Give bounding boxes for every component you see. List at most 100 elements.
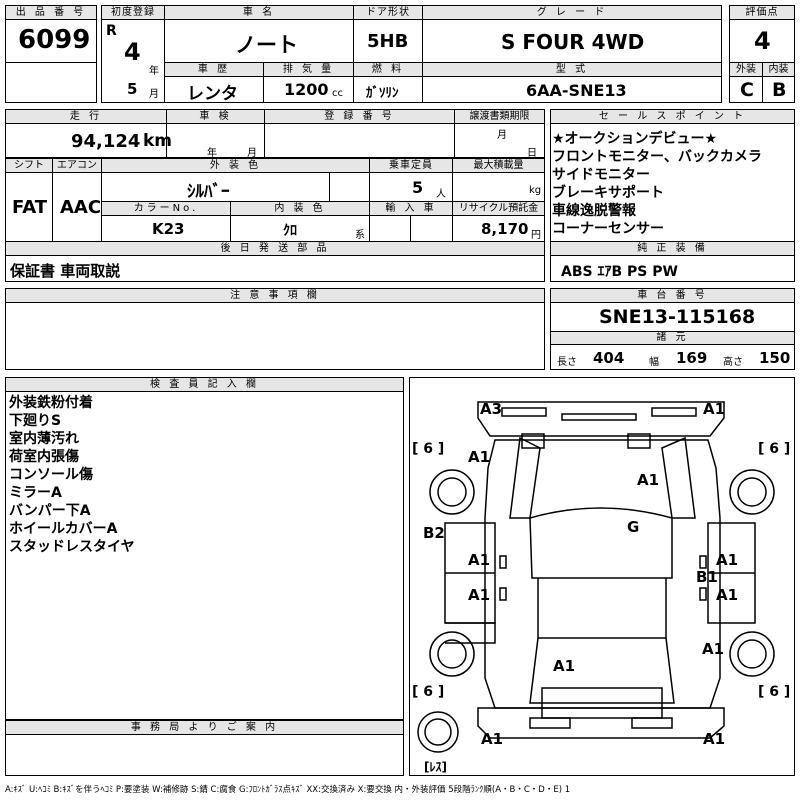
- car-outline: [417, 401, 775, 753]
- sales-point: ブレーキサポート: [552, 185, 664, 201]
- reg-no-label: 登 録 番 号: [264, 109, 455, 124]
- transfer-month-unit: 月: [497, 130, 507, 141]
- damage-hood: A1: [637, 471, 660, 489]
- displacement-unit: cc: [332, 88, 343, 99]
- sales-points-list: ★オークションデビュー★ フロントモニター、バックカメラ サイドモニター ブレー…: [552, 130, 762, 238]
- fuel-label: 燃 料: [353, 62, 423, 77]
- load-unit: kg: [529, 185, 542, 196]
- delivery-cell: 保証書 車両取説: [5, 255, 545, 282]
- damage-right-side: B1: [696, 568, 718, 586]
- inspector-line: 室内薄汚れ: [9, 431, 79, 447]
- ac: AAC: [60, 197, 102, 218]
- transfer-label: 譲渡書類期限: [454, 109, 545, 124]
- history: レンタ: [187, 84, 238, 104]
- recycle-label: リサイクル預託金: [452, 201, 545, 216]
- model: 6AA-SNE13: [526, 81, 627, 100]
- lot-cell: 6099: [5, 19, 97, 63]
- damage-rear-bumper-left: A1: [481, 730, 504, 748]
- shift: FAT: [12, 197, 48, 218]
- tire-front-right: [ 6 ]: [758, 441, 791, 457]
- displacement: 1200: [284, 80, 329, 99]
- damage-front-fender-left: A1: [468, 448, 491, 466]
- reg-year: 4: [124, 38, 141, 66]
- damage-rear-bumper-right: A1: [703, 730, 726, 748]
- lot-label: 出 品 番 号: [5, 5, 97, 20]
- recycle-cell: 8,170 円: [452, 215, 545, 242]
- int-color-label: 内 装 色: [230, 201, 370, 216]
- car-name: ノート: [235, 33, 298, 57]
- fuel: ｶﾞｿﾘﾝ: [366, 86, 399, 101]
- recycle-unit: 円: [531, 230, 541, 241]
- grade: S FOUR 4WD: [501, 30, 645, 54]
- tire-rear-left: [ 6 ]: [412, 684, 445, 700]
- int-color-unit: 系: [355, 230, 365, 241]
- int-color: ｸﾛ: [283, 223, 297, 239]
- fuel-cell: ｶﾞｿﾘﾝ: [353, 76, 423, 103]
- model-label: 型 式: [422, 62, 722, 77]
- spare-tire: [ﾚｽ]: [424, 760, 447, 774]
- width-label: 幅: [649, 357, 659, 368]
- sales-points-box: ★オークションデビュー★ フロントモニター、バックカメラ サイドモニター ブレー…: [550, 123, 795, 242]
- sales-points-label: セ ー ル ス ポ イ ン ト: [550, 109, 795, 124]
- exterior-score: C: [740, 79, 754, 101]
- color: ｼﾙﾊﾞｰ: [187, 182, 230, 202]
- damage-front-bumper-right: A1: [703, 400, 726, 418]
- model-cell: 6AA-SNE13: [422, 76, 722, 103]
- car-name-label: 車 名: [164, 5, 354, 20]
- mileage-label: 走 行: [5, 109, 167, 124]
- first-reg-cell: R 4 年 5 月: [101, 19, 165, 103]
- inspector-line: 外装鉄粉付着: [9, 395, 93, 411]
- caution-cell: [5, 302, 545, 370]
- load-label: 最大積載量: [452, 158, 545, 173]
- damage-front-bumper-left: A3: [480, 400, 503, 418]
- grade-cell: S FOUR 4WD: [422, 19, 722, 63]
- ac-label: エアコン: [52, 158, 102, 173]
- inspector-line: ミラーA: [9, 485, 62, 501]
- color-no-cell: K23: [101, 215, 231, 242]
- color-no-label: カラーNo.: [101, 201, 231, 216]
- damage-left-side: B2: [423, 524, 445, 542]
- color-label: 外 装 色: [101, 158, 370, 173]
- reg-era: R: [106, 23, 117, 39]
- doors: 5HB: [367, 31, 409, 52]
- history-cell: レンタ: [164, 76, 264, 104]
- dims-cell: 長さ 404 幅 169 高さ 150: [550, 344, 795, 370]
- color-cell-right: [329, 172, 370, 202]
- insp-month-unit: 月: [247, 148, 257, 159]
- mileage-unit: km: [143, 131, 173, 151]
- reg-no-cell: [264, 123, 455, 158]
- interior-label: 内装: [762, 62, 795, 77]
- tire-rear-right: [ 6 ]: [758, 684, 791, 700]
- inspector-notes: 外装鉄粉付着 下廻りS 室内薄汚れ 荷室内張傷 コンソール傷 ミラーA バンパー…: [9, 394, 135, 556]
- inspector-line: バンパー下A: [9, 503, 91, 519]
- car-name-cell: ノート: [164, 19, 354, 63]
- damage-front-door-right: A1: [716, 551, 739, 569]
- sales-point: サイドモニター: [552, 167, 650, 183]
- caution-label: 注 意 事 項 欄: [5, 288, 545, 303]
- inspector-cell: 外装鉄粉付着 下廻りS 室内薄汚れ 荷室内張傷 コンソール傷 ミラーA バンパー…: [5, 391, 404, 720]
- sales-point: コーナーセンサー: [552, 221, 664, 237]
- damage-rear-door-left: A1: [468, 586, 491, 604]
- reg-year-unit: 年: [149, 66, 159, 77]
- import-label: 輸 入 車: [369, 201, 453, 216]
- score: 4: [754, 27, 771, 55]
- int-color-cell: ｸﾛ 系: [230, 215, 370, 242]
- dims-label: 諸 元: [550, 331, 795, 345]
- mileage: 94,124: [71, 131, 141, 152]
- office-cell: [5, 734, 404, 776]
- equipment-cell: ABS ｴｱB PS PW: [550, 255, 795, 282]
- chassis-cell: SNE13-115168: [550, 302, 795, 332]
- score-label: 評価点: [729, 5, 795, 20]
- exterior-cell: C: [729, 76, 763, 103]
- inspector-line: コンソール傷: [9, 467, 93, 483]
- color-no: K23: [152, 220, 185, 238]
- mileage-cell: 94,124 km: [5, 123, 172, 158]
- inspector-line: 荷室内張傷: [9, 449, 79, 465]
- transfer-day-unit: 日: [527, 148, 537, 159]
- car-diagram: [ 6 ] [ 6 ] [ 6 ] [ 6 ] [ﾚｽ] A3 A1 A1 A1…: [409, 377, 795, 776]
- displacement-cell: 1200 cc: [263, 76, 354, 103]
- chassis-label: 車 台 番 号: [550, 288, 795, 303]
- doors-cell: 5HB: [353, 19, 423, 63]
- equipment-value: ABS ｴｱB PS PW: [561, 264, 678, 280]
- inspector-line: スタッドレスタイヤ: [9, 539, 135, 555]
